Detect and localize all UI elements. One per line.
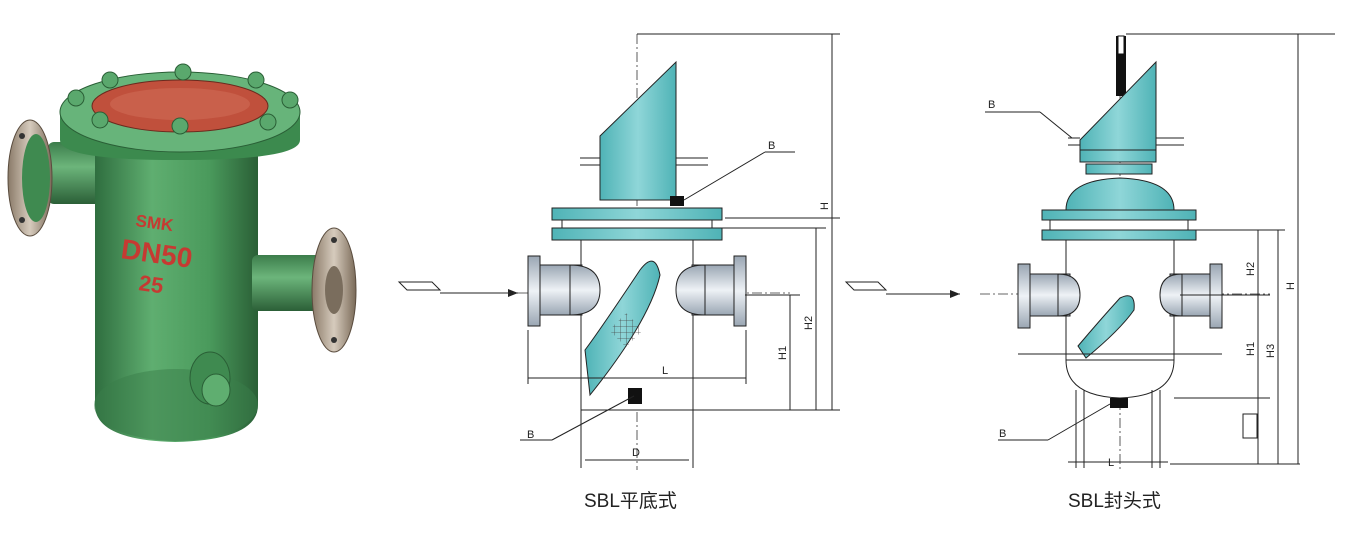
label-h2-head: H2 [1245, 262, 1257, 276]
caption-flat-bottom: SBL平底式 [584, 491, 677, 512]
label-d-flat: D [632, 447, 640, 459]
outlet-flange [252, 227, 357, 353]
label-h2-flat: H2 [803, 316, 815, 330]
label-h-flat: H [819, 202, 831, 210]
label-h1-head: H1 [1245, 342, 1257, 356]
label-h3-head: H3 [1265, 344, 1277, 358]
label-b-top-flat: B [768, 140, 775, 152]
label-b-top-head: B [988, 99, 995, 111]
dished-head-drawing: B H H2 H1 H3 L B [980, 33, 1335, 470]
upper-flange [551, 207, 723, 221]
flow-arrow-1 [397, 281, 518, 297]
label-b-bottom-head: B [999, 428, 1006, 440]
label-h-head: H [1285, 282, 1297, 290]
lower-flange [1041, 229, 1197, 241]
caption-dished-head: SBL封头式 [1068, 491, 1161, 512]
label-h1-flat: H1 [777, 346, 789, 360]
body-text-pressure: 25 [137, 270, 165, 298]
upper-flange [1041, 209, 1197, 221]
label-l-flat: L [662, 365, 668, 377]
strainer-body [94, 150, 258, 442]
label-l-head: L [1108, 457, 1114, 469]
drain-plug [189, 351, 231, 407]
lower-flange [551, 227, 723, 241]
top-cover [59, 71, 301, 160]
product-photo: SMK DN50 25 [7, 63, 357, 442]
inlet-flange [7, 119, 103, 237]
label-b-bottom-flat: B [527, 429, 534, 441]
flat-bottom-drawing: B H H2 H1 L D B [500, 33, 840, 470]
angled-cap [599, 60, 677, 201]
flow-arrow-2 [844, 281, 960, 298]
cover-bolts [67, 63, 299, 135]
